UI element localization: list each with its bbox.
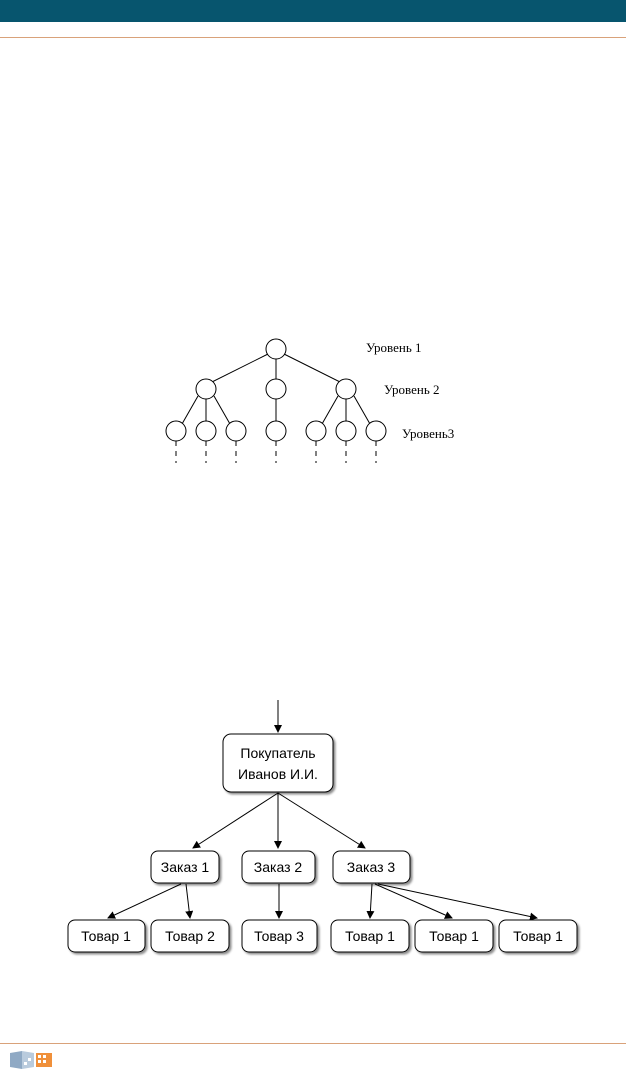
order-diagram: Покупатель Иванов И.И. Заказ 1 Заказ 2 З… [67,700,578,953]
product-box [330,919,410,953]
order-product-edge [185,883,194,919]
tree-edge [211,353,269,383]
tree-node-root [265,338,287,360]
tree-node-level2 [195,378,217,400]
product-label: Товар 1 [81,928,131,944]
order-box [150,850,220,884]
product-box [414,919,494,953]
product-label: Товар 1 [345,928,395,944]
tree-edge [181,395,199,425]
header-divider [0,37,626,38]
tree-node-level3 [165,420,187,442]
product-box [241,919,318,953]
tree-node-level3 [195,420,217,442]
tree-edge [213,395,231,425]
tree-node-level3 [365,420,387,442]
tree-edge [283,353,341,383]
customer-order-edge [192,792,279,849]
level-2-label: Уровень 2 [384,382,440,397]
order-box [241,850,316,884]
level-3-label: Уровень3 [402,426,454,441]
customer-order-edge [277,792,366,849]
product-label: Товар 2 [165,928,215,944]
order-product-edge [374,883,453,919]
header-bar [0,0,626,22]
customer-title: Покупатель [240,745,315,761]
tree-node-level3 [335,420,357,442]
tree-node-level2 [265,378,287,400]
order-product-edge [107,883,182,919]
publisher-logo-icon [10,1051,52,1069]
product-box [150,919,230,953]
tree-edge [353,395,371,425]
product-label: Товар 1 [429,928,479,944]
tree-node-level3 [265,420,287,442]
customer-box [222,733,334,793]
order-product-edge [377,883,538,921]
hierarchy-diagram: Уровень 1 Уровень 2 Уровень3 [165,338,454,463]
customer-name: Иванов И.И. [238,766,318,782]
order-box [332,850,411,884]
footer-divider [0,1043,626,1044]
order-label: Заказ 2 [254,859,303,875]
order-label: Заказ 1 [161,859,210,875]
order-product-edge [366,883,375,919]
tree-node-level3 [225,420,247,442]
product-label: Товар 3 [254,928,304,944]
tree-node-level2 [335,378,357,400]
product-box [498,919,578,953]
order-label: Заказ 3 [347,859,396,875]
product-label: Товар 1 [513,928,563,944]
tree-edge [321,395,339,425]
level-1-label: Уровень 1 [366,340,422,355]
tree-node-level3 [305,420,327,442]
product-box [67,919,146,953]
